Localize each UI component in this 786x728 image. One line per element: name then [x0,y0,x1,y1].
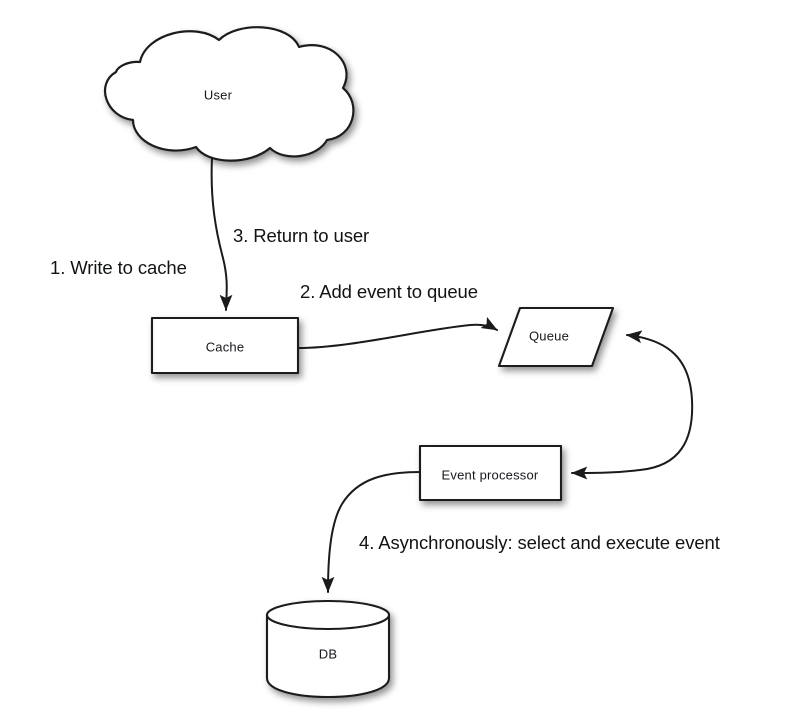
edge-user-to-cache [210,157,233,311]
node-user-shape[interactable] [104,26,355,162]
edge-event-processor-to-db [321,471,421,593]
node-cache-shape[interactable] [150,316,300,375]
edge-cache-to-queue [297,316,498,349]
node-event-processor-shape[interactable] [418,444,563,502]
node-db-shape[interactable] [265,599,391,699]
edge-queue-event-processor [571,330,694,480]
node-queue-shape[interactable] [497,306,615,368]
